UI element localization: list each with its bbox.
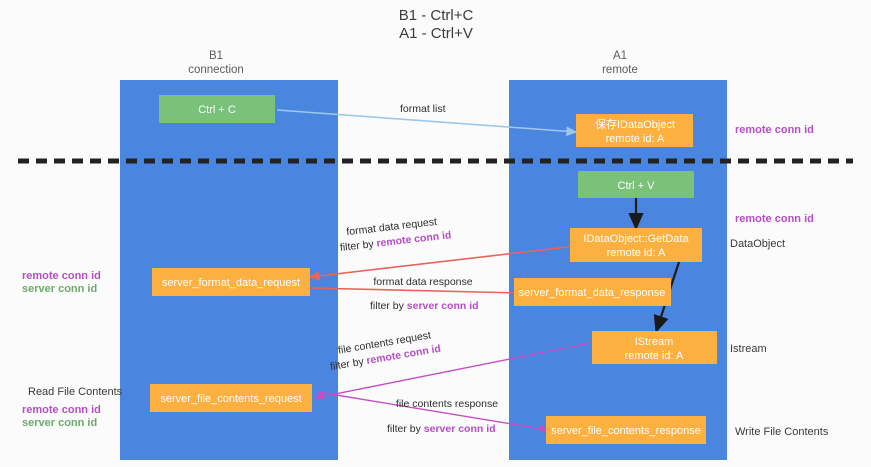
- annotation-write-file-contents: Write File Contents: [735, 426, 829, 438]
- node-ctrl-c-label: Ctrl + C: [198, 104, 236, 116]
- node-server-file-contents-request[interactable]: server_file_contents_request: [150, 384, 312, 412]
- edge-format-data-request-arrow: [308, 245, 577, 281]
- node-server-format-data-response-box[interactable]: [514, 278, 671, 306]
- annotation-remote-conn-id-top: remote conn id: [735, 124, 814, 136]
- node-save-idataobject-box[interactable]: [576, 114, 693, 147]
- node-server-file-contents-request-label: server_file_contents_request: [160, 393, 301, 405]
- annotation-server-conn-id-left: server conn id: [22, 283, 97, 295]
- node-server-file-contents-response-box[interactable]: [546, 416, 706, 444]
- edge-format-data-response-filter-prefix: filter by: [370, 300, 407, 312]
- edge-format-data-request-filter-prefix: filter by: [339, 238, 377, 254]
- annotation-server-conn-id-left2: server conn id: [22, 417, 97, 429]
- node-istream[interactable]: IStream remote id: A: [592, 331, 717, 364]
- edge-file-contents-response-filter-accent: server conn id: [424, 423, 496, 435]
- node-ctrl-c-box[interactable]: [159, 95, 275, 123]
- node-getdata-line1: IDataObject::GetData: [583, 233, 689, 245]
- node-getdata-box[interactable]: [570, 228, 702, 262]
- title-line-2: A1 - Ctrl+V: [399, 25, 473, 42]
- edge-file-contents-request-filter-prefix: filter by: [329, 355, 367, 373]
- edge-format-list-arrow: [276, 109, 578, 137]
- edge-format-data-response-label: format data response: [373, 276, 472, 288]
- node-server-file-contents-response[interactable]: server_file_contents_response: [546, 416, 706, 444]
- node-server-file-contents-response-label: server_file_contents_response: [551, 425, 701, 437]
- node-ctrl-v[interactable]: Ctrl + V: [578, 171, 694, 198]
- annotation-dataobject: DataObject: [730, 238, 785, 250]
- node-istream-box[interactable]: [592, 331, 717, 364]
- edge-file-contents-response-filter-prefix: filter by: [387, 423, 424, 435]
- annotation-istream: Istream: [730, 343, 767, 355]
- node-server-format-data-request-box[interactable]: [152, 268, 310, 296]
- edge-file-contents-response-arrow: [317, 391, 550, 433]
- node-server-format-data-response-label: server_format_data_response: [519, 287, 666, 299]
- node-save-idataobject-line1: 保存IDataObject: [595, 117, 675, 131]
- node-getdata-line2: remote id: A: [607, 247, 666, 259]
- column-header-right-subtitle: remote: [602, 64, 638, 76]
- node-istream-line2: remote id: A: [625, 350, 684, 362]
- node-ctrl-v-label: Ctrl + V: [618, 180, 656, 192]
- annotation-remote-conn-id-left: remote conn id: [22, 270, 101, 282]
- node-save-idataobject[interactable]: 保存IDataObject remote id: A: [576, 114, 693, 147]
- column-header-right-title: A1: [613, 50, 627, 62]
- node-server-format-data-response[interactable]: server_format_data_response: [514, 278, 671, 306]
- column-header-left-subtitle: connection: [188, 64, 244, 76]
- edge-file-contents-response-filter: filter by server conn id: [387, 423, 496, 435]
- node-server-file-contents-request-box[interactable]: [150, 384, 312, 412]
- title-line-1: B1 - Ctrl+C: [399, 7, 474, 24]
- edge-file-contents-request-arrow: [313, 341, 596, 401]
- column-header-left-title: B1: [209, 50, 223, 62]
- edge-format-data-response-filter: filter by server conn id: [370, 300, 479, 312]
- edge-format-list-label: format list: [400, 103, 446, 115]
- node-server-format-data-request[interactable]: server_format_data_request: [152, 268, 310, 296]
- node-server-format-data-request-label: server_format_data_request: [162, 277, 300, 289]
- edge-format-data-response-filter-accent: server conn id: [407, 300, 479, 312]
- node-ctrl-v-box[interactable]: [578, 171, 694, 198]
- annotation-remote-conn-id-middle: remote conn id: [735, 213, 814, 225]
- node-save-idataobject-line2: remote id: A: [606, 133, 665, 145]
- node-istream-line1: IStream: [635, 336, 674, 348]
- node-ctrl-c[interactable]: Ctrl + C: [159, 95, 275, 123]
- node-getdata[interactable]: IDataObject::GetData remote id: A: [570, 228, 702, 262]
- annotation-read-file-contents: Read File Contents: [28, 386, 123, 398]
- annotation-remote-conn-id-left2: remote conn id: [22, 404, 101, 416]
- edge-file-contents-response-label: file contents response: [396, 398, 498, 410]
